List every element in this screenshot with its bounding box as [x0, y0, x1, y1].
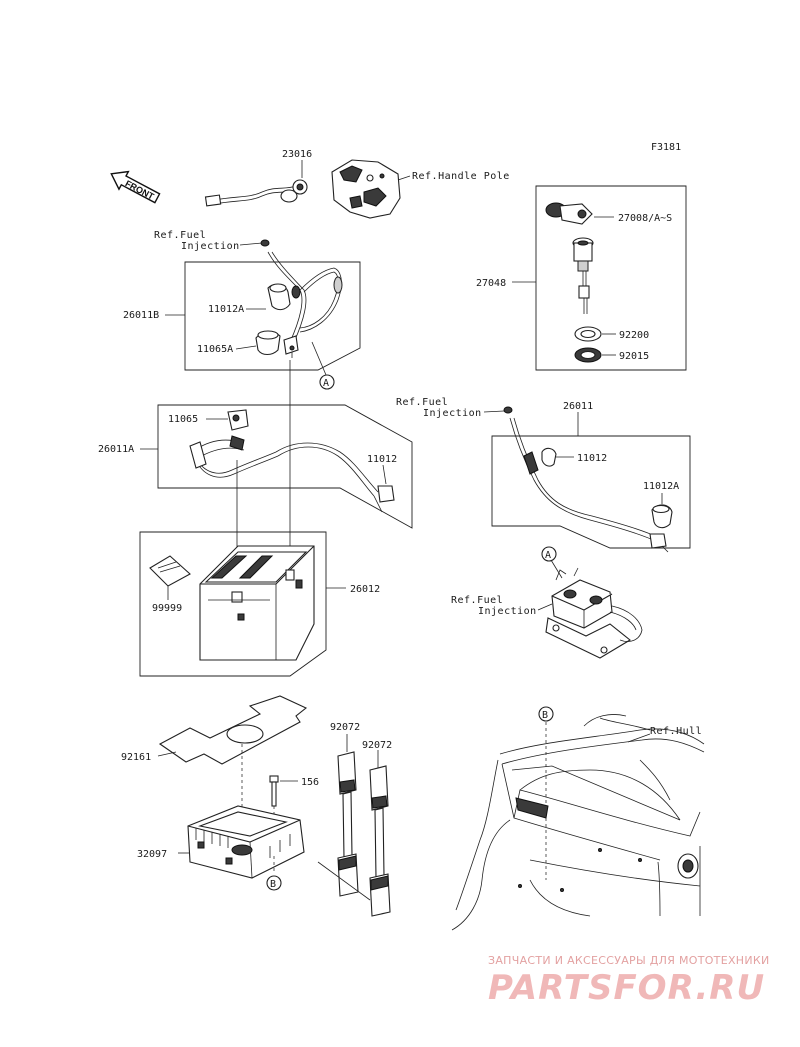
part-label-99999: 99999	[152, 603, 182, 614]
ref-fuel-injection-3-line2: Injection	[478, 606, 537, 617]
ignition-switch-drawing	[572, 237, 594, 314]
strap-92072-a-drawing	[337, 751, 359, 897]
hull-drawing	[451, 714, 705, 931]
part-label-11065: 11065	[168, 414, 198, 425]
cap-11065-drawing	[227, 409, 249, 431]
ref-fuel-injection-3-line1: Ref.Fuel	[451, 595, 503, 606]
frame-26011	[491, 435, 691, 549]
part-label-92161: 92161	[121, 752, 151, 763]
callout-a-1: A	[323, 378, 329, 389]
frame-26012	[139, 531, 327, 677]
cap-11065A-drawing	[255, 330, 281, 356]
cable-26011-drawing	[509, 417, 669, 553]
part-label-26012: 26012	[350, 584, 380, 595]
front-label: FRONT	[123, 178, 156, 202]
front-arrow-icon: FRONT	[110, 170, 161, 204]
label-sticker-99999-drawing	[149, 555, 191, 587]
frame-26011A	[157, 404, 413, 529]
figure-code: F3181	[651, 142, 681, 153]
bolt-156-drawing	[269, 775, 279, 807]
key-27008-drawing	[545, 202, 593, 225]
strap-92072-b-drawing	[369, 765, 391, 917]
part-label-11012-right: 11012	[577, 453, 607, 464]
callout-b-1: B	[270, 879, 276, 890]
part-label-26011B: 26011B	[123, 310, 159, 321]
pad-92161-drawing	[158, 695, 308, 765]
part-label-26011: 26011	[563, 401, 593, 412]
part-label-156: 156	[301, 777, 319, 788]
relay-solenoid-drawing	[545, 567, 643, 659]
frame-27048	[535, 185, 687, 371]
ref-fuel-injection-2-line2: Injection	[423, 408, 482, 419]
part-label-26011A: 26011A	[98, 444, 134, 455]
callout-b-2: B	[542, 710, 548, 721]
ref-handle-pole: Ref.Handle Pole	[412, 171, 510, 182]
part-label-92072-b: 92072	[362, 740, 392, 751]
frame-26011B	[184, 261, 361, 371]
boot-11012A-left-drawing	[267, 283, 291, 311]
ref-fuel-injection-2-line1: Ref.Fuel	[396, 397, 448, 408]
handle-pole-drawing	[331, 159, 411, 219]
part-label-32097: 32097	[137, 849, 167, 860]
ref-fuel-injection-1-line1: Ref.Fuel	[154, 230, 206, 241]
harness-23016-drawing	[204, 179, 308, 207]
battery-26012-drawing	[199, 545, 315, 661]
nut-92015-drawing	[574, 347, 602, 363]
part-label-27048: 27048	[476, 278, 506, 289]
part-label-11012A-left: 11012A	[208, 304, 244, 315]
watermark-logo: PARTSFOR.RU	[488, 968, 766, 1008]
washer-92200-drawing	[574, 326, 602, 342]
part-label-23016: 23016	[282, 149, 312, 160]
case-32097-drawing	[187, 805, 305, 879]
callout-a-2: A	[545, 550, 551, 561]
part-label-92072-a: 92072	[330, 722, 360, 733]
boot-11012A-right-drawing	[651, 504, 673, 529]
part-label-92200: 92200	[619, 330, 649, 341]
part-label-11012-left: 11012	[367, 454, 397, 465]
part-label-11065A: 11065A	[197, 344, 233, 355]
ref-fuel-injection-1-line2: Injection	[181, 241, 240, 252]
part-label-27008: 27008/A~S	[618, 213, 672, 224]
part-label-92015: 92015	[619, 351, 649, 362]
part-label-11012A-right: 11012A	[643, 481, 679, 492]
cable-26011B-drawing	[267, 251, 343, 358]
watermark-tagline: ЗАПЧАСТИ И АКСЕССУАРЫ ДЛЯ МОТОТЕХНИКИ	[488, 954, 770, 967]
boot-11012-right-drawing	[541, 447, 557, 467]
cable-26011A-drawing	[189, 435, 395, 513]
